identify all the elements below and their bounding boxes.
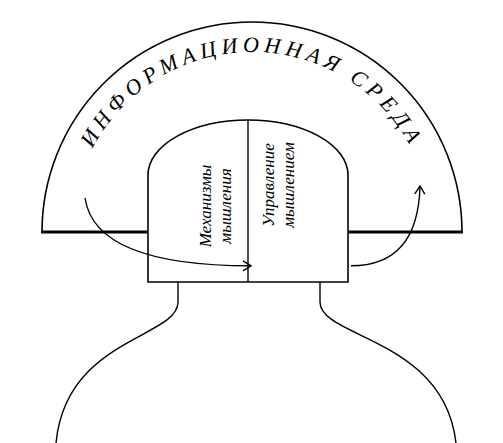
head-divider [247,120,248,282]
flow-arrow [351,186,420,266]
arch-base [41,231,148,234]
arch-base [348,231,463,234]
neck-left [56,282,178,443]
head-outline [148,120,348,282]
thinking-control: Управление мышлением [248,120,348,282]
neck-right [320,282,456,443]
environment-arch: ИНФОРМАЦИОННАЯ СРЕДА [38,18,466,236]
arch-outline: ИНФОРМАЦИОННАЯ СРЕДА [38,18,466,236]
arch-title: ИНФОРМАЦИОННАЯ СРЕДА [74,32,429,152]
arch-arc [42,22,462,232]
rotated-label: Механизмы мышления [196,158,236,254]
thinking-mechanisms: Механизмы мышления [148,120,248,282]
arch-title: ИНФОРМАЦИОННАЯ СРЕДА [74,32,429,152]
rotated-label: Управление мышлением [259,137,299,233]
